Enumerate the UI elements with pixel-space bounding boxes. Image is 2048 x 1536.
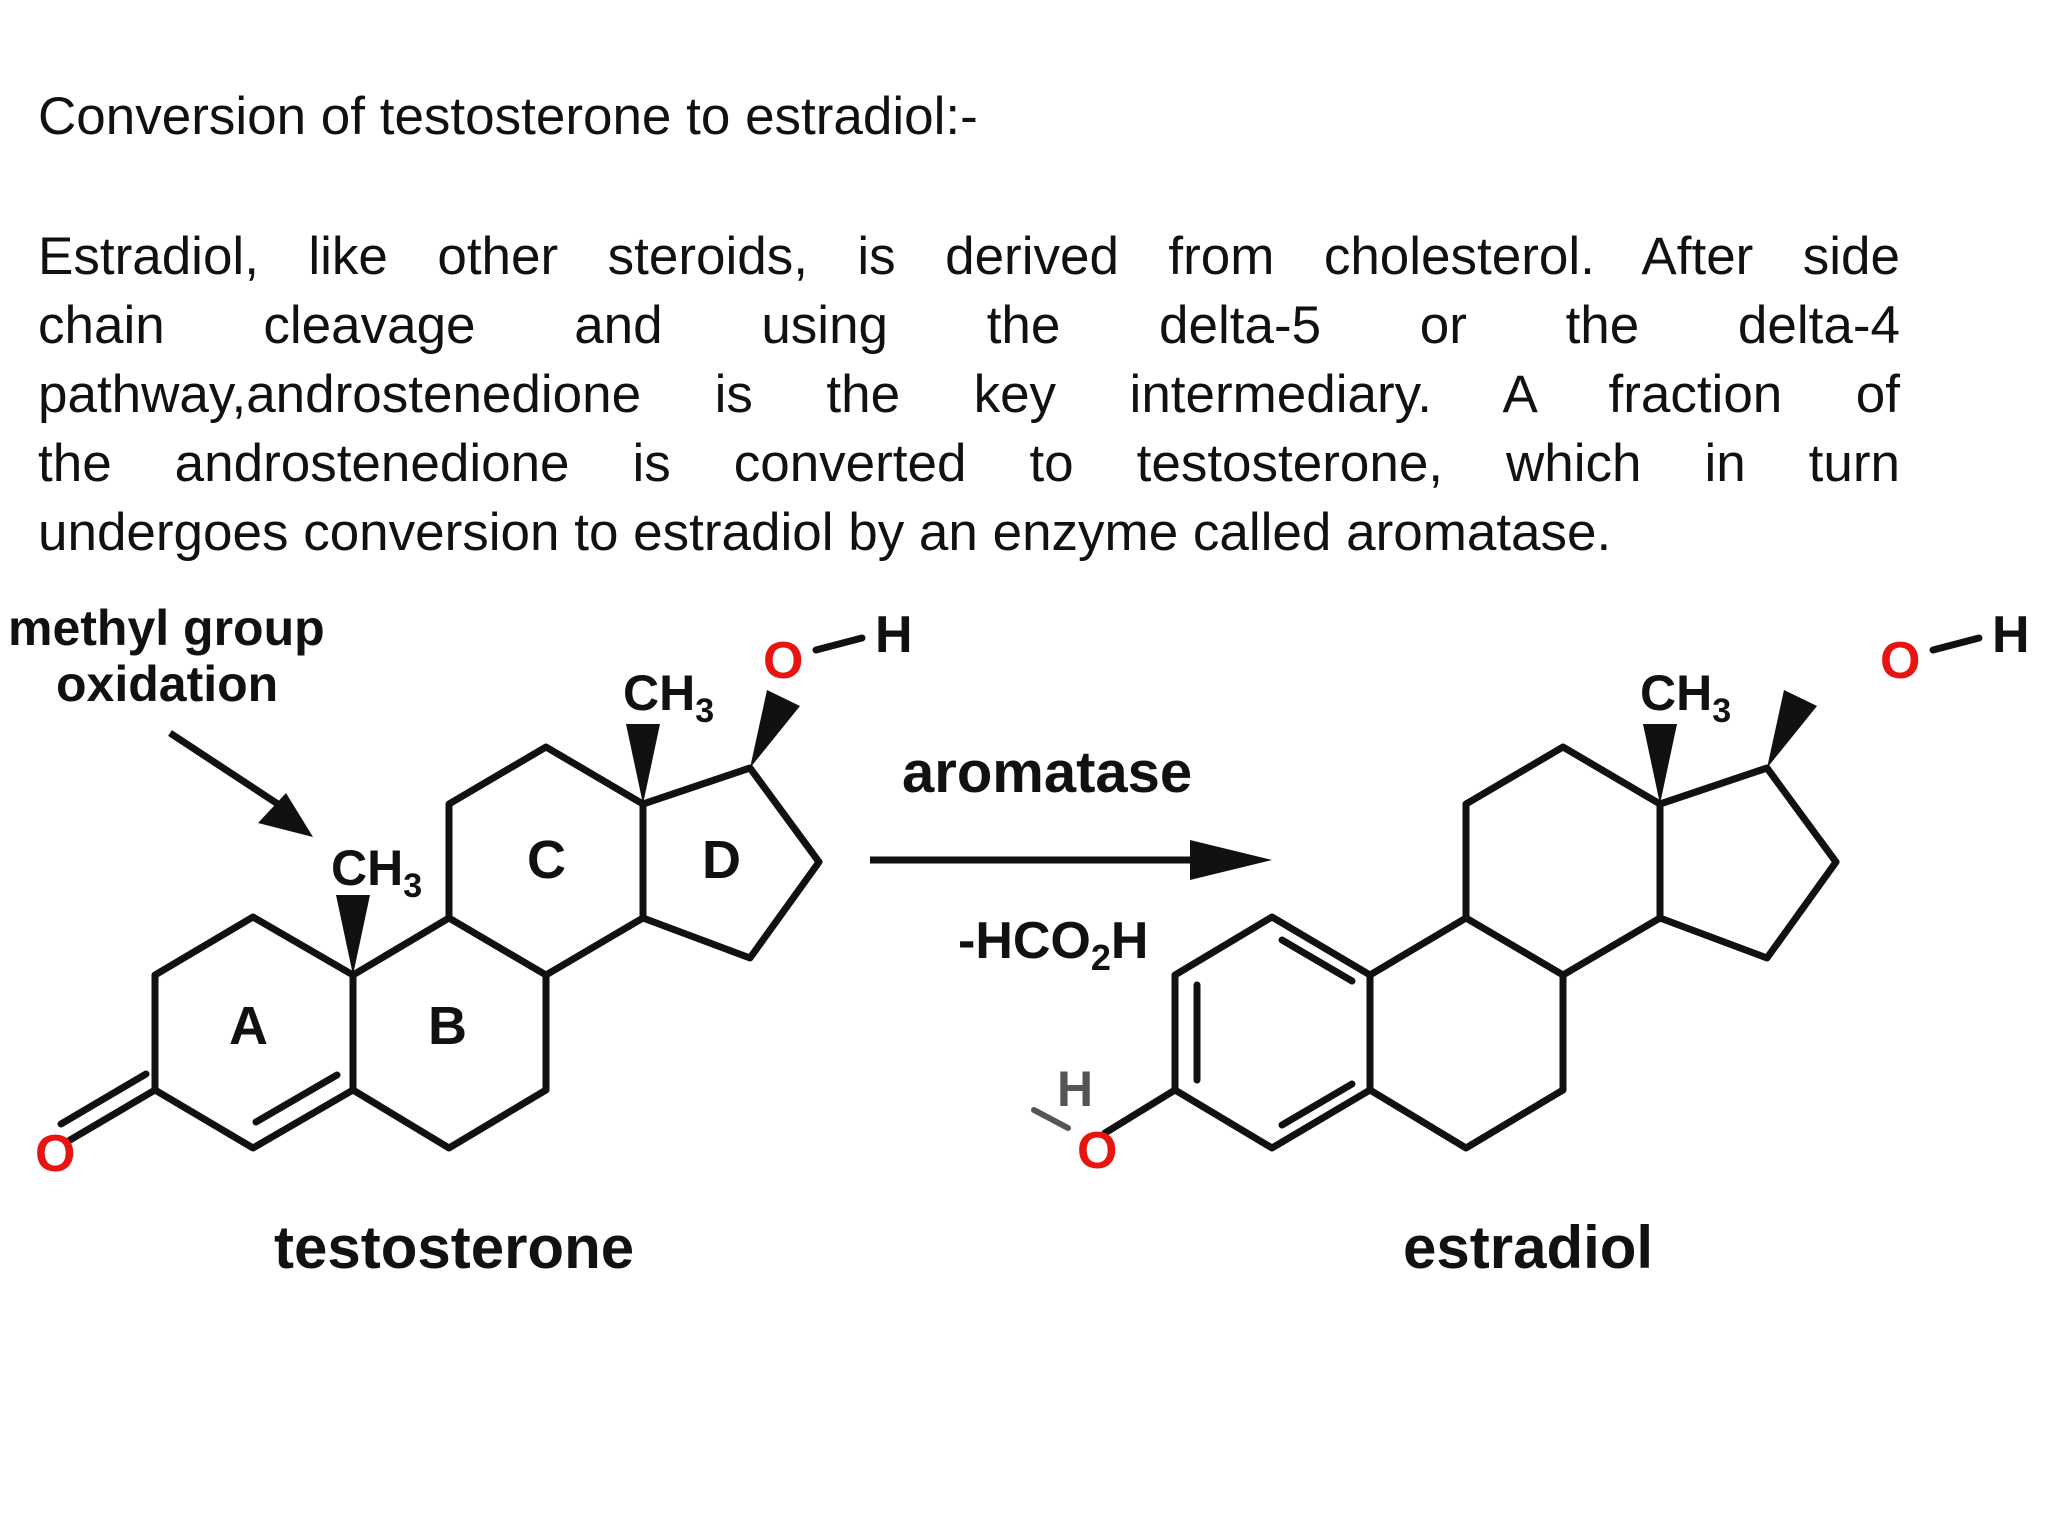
paragraph-line: chain cleavage and using the delta-5 or … <box>38 296 1900 355</box>
phenol-oxygen: O <box>1077 1122 1117 1180</box>
methyl-label: CH3 <box>623 665 714 730</box>
paragraph-line: pathway,androstenedione is the key inter… <box>38 365 1900 424</box>
product-name: estradiol <box>1403 1214 1653 1281</box>
wedge-bond <box>1767 690 1817 768</box>
byproduct-label: -HCO2H <box>958 912 1148 978</box>
annotation-oxidation: oxidation <box>56 656 278 712</box>
reactant-name: testosterone <box>274 1214 634 1281</box>
paragraph-line: the androstenedione is converted to test… <box>38 434 1900 493</box>
hydrogen-atom: H <box>875 606 913 664</box>
paragraph-line: Estradiol, like other steroids, is deriv… <box>38 227 1900 286</box>
reagent-label: aromatase <box>902 740 1192 805</box>
annotation-arrow <box>168 730 313 837</box>
methyl-label: CH3 <box>331 840 422 905</box>
testosterone-structure <box>57 743 823 1152</box>
wedge-bond <box>336 895 370 975</box>
ring-label-d: D <box>702 830 741 890</box>
hydrogen-atom: H <box>1992 606 2030 664</box>
paragraph-line: undergoes conversion to estradiol by an … <box>38 503 1612 562</box>
wedge-bond <box>1643 724 1677 804</box>
annotation-methyl-group: methyl group <box>8 600 325 656</box>
phenol-hydrogen: H <box>1057 1061 1093 1117</box>
wedge-bond <box>626 724 660 804</box>
slide-title: Conversion of testosterone to estradiol:… <box>38 87 978 146</box>
carbonyl-oxygen: O <box>35 1125 75 1183</box>
wedge-bond <box>750 690 800 768</box>
oh-bond <box>1031 1107 1071 1131</box>
methyl-label: CH3 <box>1640 665 1731 730</box>
oxygen-atom: O <box>763 632 803 690</box>
ring-label-c: C <box>527 830 566 890</box>
oh-bond <box>1929 634 1983 654</box>
body-paragraph: Estradiol, like other steroids, is deriv… <box>38 222 1900 567</box>
reaction-arrow <box>870 840 1272 880</box>
ring-label-b: B <box>428 996 467 1056</box>
ring-label-a: A <box>229 996 268 1056</box>
oxygen-atom: O <box>1880 632 1920 690</box>
oh-bond <box>812 634 866 654</box>
estradiol-structure <box>1101 743 1840 1152</box>
